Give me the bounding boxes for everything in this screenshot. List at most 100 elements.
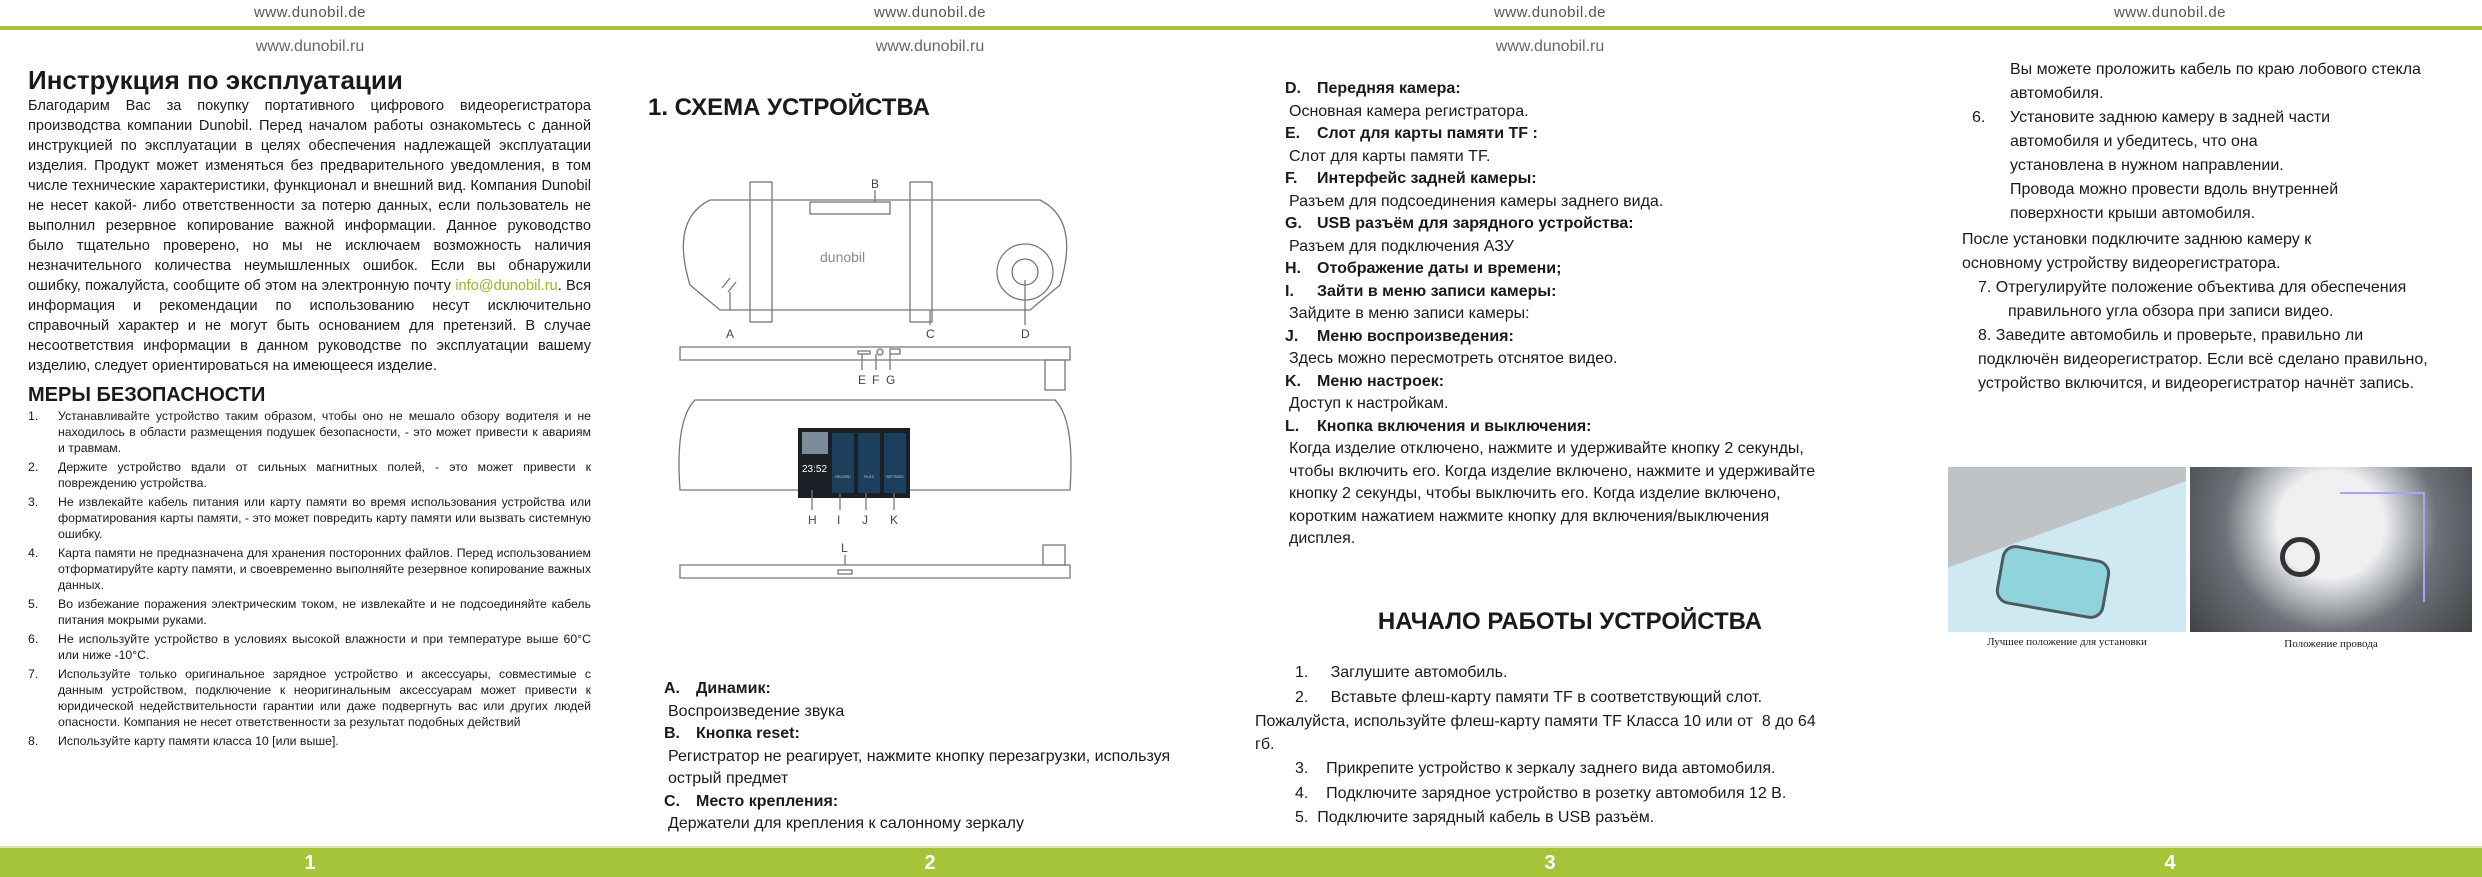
part-title: USB разъём для зарядного устройства: bbox=[1317, 215, 1634, 232]
intro-text: Благодарим Вас за покупку портативного ц… bbox=[28, 98, 591, 294]
safety-item-number: 6. bbox=[28, 632, 39, 646]
step6-text: Установите заднюю камеру в задней части … bbox=[2010, 109, 2339, 222]
page-number: 2 bbox=[924, 852, 936, 874]
label-i: I bbox=[837, 513, 840, 527]
footer-bar: 1 2 3 4 bbox=[0, 846, 2482, 877]
part-description: Держатели для крепления к салонному зерк… bbox=[668, 815, 1024, 832]
device-brand-logo: dunobil bbox=[820, 249, 865, 265]
part-title: Кнопка включения и выключения: bbox=[1317, 417, 1592, 435]
part-description: Разъем для подсоединения камеры заднего … bbox=[1289, 192, 1664, 210]
part-letter: H. bbox=[1285, 260, 1301, 277]
part-description: Когда изделие отключено, нажмите и удерж… bbox=[1289, 440, 1816, 547]
parts-list: D.Передняя камера:Основная камера регист… bbox=[1285, 78, 1825, 551]
part-title: Место крепления: bbox=[696, 792, 839, 810]
safety-item: 6. Не используйте устройство в условиях в… bbox=[28, 631, 591, 663]
header-url-ru: www.dunobil.ru bbox=[1495, 38, 1605, 55]
safety-item-number: 3. bbox=[28, 495, 39, 509]
page-number: 4 bbox=[2164, 852, 2176, 874]
part-item: C.Место крепления:Держатели для креплени… bbox=[664, 791, 1224, 836]
part-heading: G. USB разъём для зарядного устройства: bbox=[1285, 213, 1825, 236]
safety-item-text: Используйте карту памяти класса 10 [или … bbox=[58, 734, 339, 748]
step7-text: 7. Отрегулируйте положение объектива для… bbox=[1978, 279, 2407, 320]
label-b: B bbox=[871, 177, 879, 191]
part-heading: L. Кнопка включения и выключения: bbox=[1285, 416, 1825, 439]
safety-item: 5.Во избежание поражения электрическим т… bbox=[28, 596, 591, 628]
part-item: K.Меню настроек:Доступ к настройкам. bbox=[1285, 371, 1825, 416]
part-item: G. USB разъём для зарядного устройства: Ра… bbox=[1285, 213, 1825, 258]
label-a: A bbox=[726, 327, 734, 341]
safety-item: 8. Используйте карту памяти класса 10 [ил… bbox=[28, 733, 591, 749]
header-url-de: www.dunobil.de bbox=[873, 4, 987, 21]
screen-files-button: FILES bbox=[864, 475, 874, 479]
part-title: Кнопка reset: bbox=[696, 725, 800, 742]
part-item: J.Меню воспроизведения:Здесь можно перес… bbox=[1285, 326, 1825, 371]
part-description: Воспроизведение звука bbox=[668, 702, 845, 720]
part-letter: G. bbox=[1285, 215, 1302, 232]
part-description: Разъем для подключения АЗУ bbox=[1289, 237, 1514, 255]
safety-item-text: Используйте только оригинальное зарядное… bbox=[58, 667, 591, 729]
safety-item-number: 7. bbox=[28, 667, 39, 681]
page-number: 3 bbox=[1544, 852, 1556, 874]
part-title: Интерфейс задней камеры: bbox=[1317, 170, 1537, 187]
safety-item-text: Во избежание поражения электрическим ток… bbox=[58, 597, 591, 627]
part-item: L. Кнопка включения и выключения: Когда из… bbox=[1285, 416, 1825, 551]
section-title: 1. СХЕМА УСТРОЙСТВА bbox=[648, 94, 930, 121]
part-letter: L. bbox=[1285, 417, 1300, 435]
part-heading: K.Меню настроек: bbox=[1285, 371, 1825, 394]
part-letter: F. bbox=[1285, 170, 1298, 187]
label-l: L bbox=[841, 541, 848, 555]
part-title: Слот для карты памяти TF : bbox=[1317, 125, 1538, 142]
after-install-text: После установки подключите заднюю камеру… bbox=[1962, 231, 2312, 272]
part-heading: C.Место крепления: bbox=[664, 791, 1224, 814]
part-letter: A. bbox=[664, 680, 680, 697]
safety-item-text: Не используйте устройство в условиях выс… bbox=[58, 632, 591, 662]
part-item: I.Зайти в меню записи камеры:Зайдите в м… bbox=[1285, 281, 1825, 326]
photo-cable-position bbox=[2190, 467, 2472, 632]
safety-item: 3. Не извлекайте кабель питания или карту… bbox=[28, 494, 591, 542]
part-letter: D. bbox=[1285, 80, 1301, 97]
email-link[interactable]: info@dunobil.ru bbox=[455, 278, 558, 294]
part-title: Меню настроек: bbox=[1317, 372, 1445, 390]
cable-route-line bbox=[2340, 492, 2425, 602]
label-k: K bbox=[890, 513, 898, 527]
step6-number: 6. bbox=[1972, 109, 1986, 126]
start-step: 2. Вставьте флеш-карту памяти TF в соотв… bbox=[1295, 688, 1763, 706]
safety-item: 4.Карта памяти не предназначена для хран… bbox=[28, 545, 591, 593]
part-title: Динамик: bbox=[696, 680, 771, 697]
step5-continued: Вы можете проложить кабель по краю лобов… bbox=[2010, 61, 2421, 102]
part-description: Здесь можно пересмотреть отснятое видео. bbox=[1289, 350, 1618, 367]
part-heading: D.Передняя камера: bbox=[1285, 78, 1825, 101]
part-description: Зайдите в меню записи камеры: bbox=[1289, 305, 1530, 322]
steering-wheel-icon bbox=[2280, 537, 2320, 577]
part-letter: I. bbox=[1285, 282, 1294, 300]
safety-title: МЕРЫ БЕЗОПАСНОСТИ bbox=[28, 384, 266, 406]
part-letter: J. bbox=[1285, 327, 1299, 345]
part-description: Основная камера регистратора. bbox=[1289, 102, 1529, 120]
page4-column: Вы можете проложить кабель по краю лобов… bbox=[1962, 58, 2467, 396]
part-item: E.Слот для карты памяти TF :Слот для кар… bbox=[1285, 123, 1825, 168]
part-heading: B. Кнопка reset: bbox=[664, 723, 1224, 746]
screen-record-button: RECORD bbox=[835, 475, 851, 479]
label-g: G bbox=[886, 373, 895, 387]
safety-item-number: 8. bbox=[28, 734, 39, 748]
safety-item-text: Не извлекайте кабель питания или карту п… bbox=[58, 495, 591, 541]
start-step: 4. Подключите зарядное устройство в розе… bbox=[1295, 784, 1787, 802]
safety-item: 7. Используйте только оригинальное зарядн… bbox=[28, 666, 591, 730]
page-title: Инструкция по эксплуатации bbox=[28, 65, 403, 95]
part-heading: F. Интерфейс задней камеры: bbox=[1285, 168, 1825, 191]
start-step: 1. Заглушите автомобиль. bbox=[1295, 664, 1508, 681]
intro-paragraph: Благодарим Вас за покупку портативного ц… bbox=[28, 96, 591, 376]
photo1-caption: Лучшее положение для установки bbox=[1987, 636, 2147, 648]
safety-item: 1.Устанавливайте устройство таким образо… bbox=[28, 408, 591, 456]
header-url-ru: www.dunobil.ru bbox=[875, 38, 985, 55]
screen-settings-button: SETTINGS bbox=[886, 475, 904, 479]
part-description: Доступ к настройкам. bbox=[1289, 395, 1449, 412]
step6: 6. Установите заднюю камеру в задней час… bbox=[1962, 106, 2467, 226]
part-description: Слот для карты памяти TF. bbox=[1289, 147, 1491, 165]
part-letter: B. bbox=[664, 725, 680, 742]
part-item: A. Динамик: Воспроизведение звука bbox=[664, 678, 1224, 723]
part-item: F. Интерфейс задней камеры: Разъем для под… bbox=[1285, 168, 1825, 213]
safety-item-text: Устанавливайте устройство таким образом,… bbox=[58, 409, 591, 455]
page1-column: Инструкция по эксплуатации Благодарим Ва… bbox=[28, 64, 591, 752]
device-diagram: dunobil 23:52 RECORD FILES SETTINGS A B … bbox=[678, 177, 1072, 579]
